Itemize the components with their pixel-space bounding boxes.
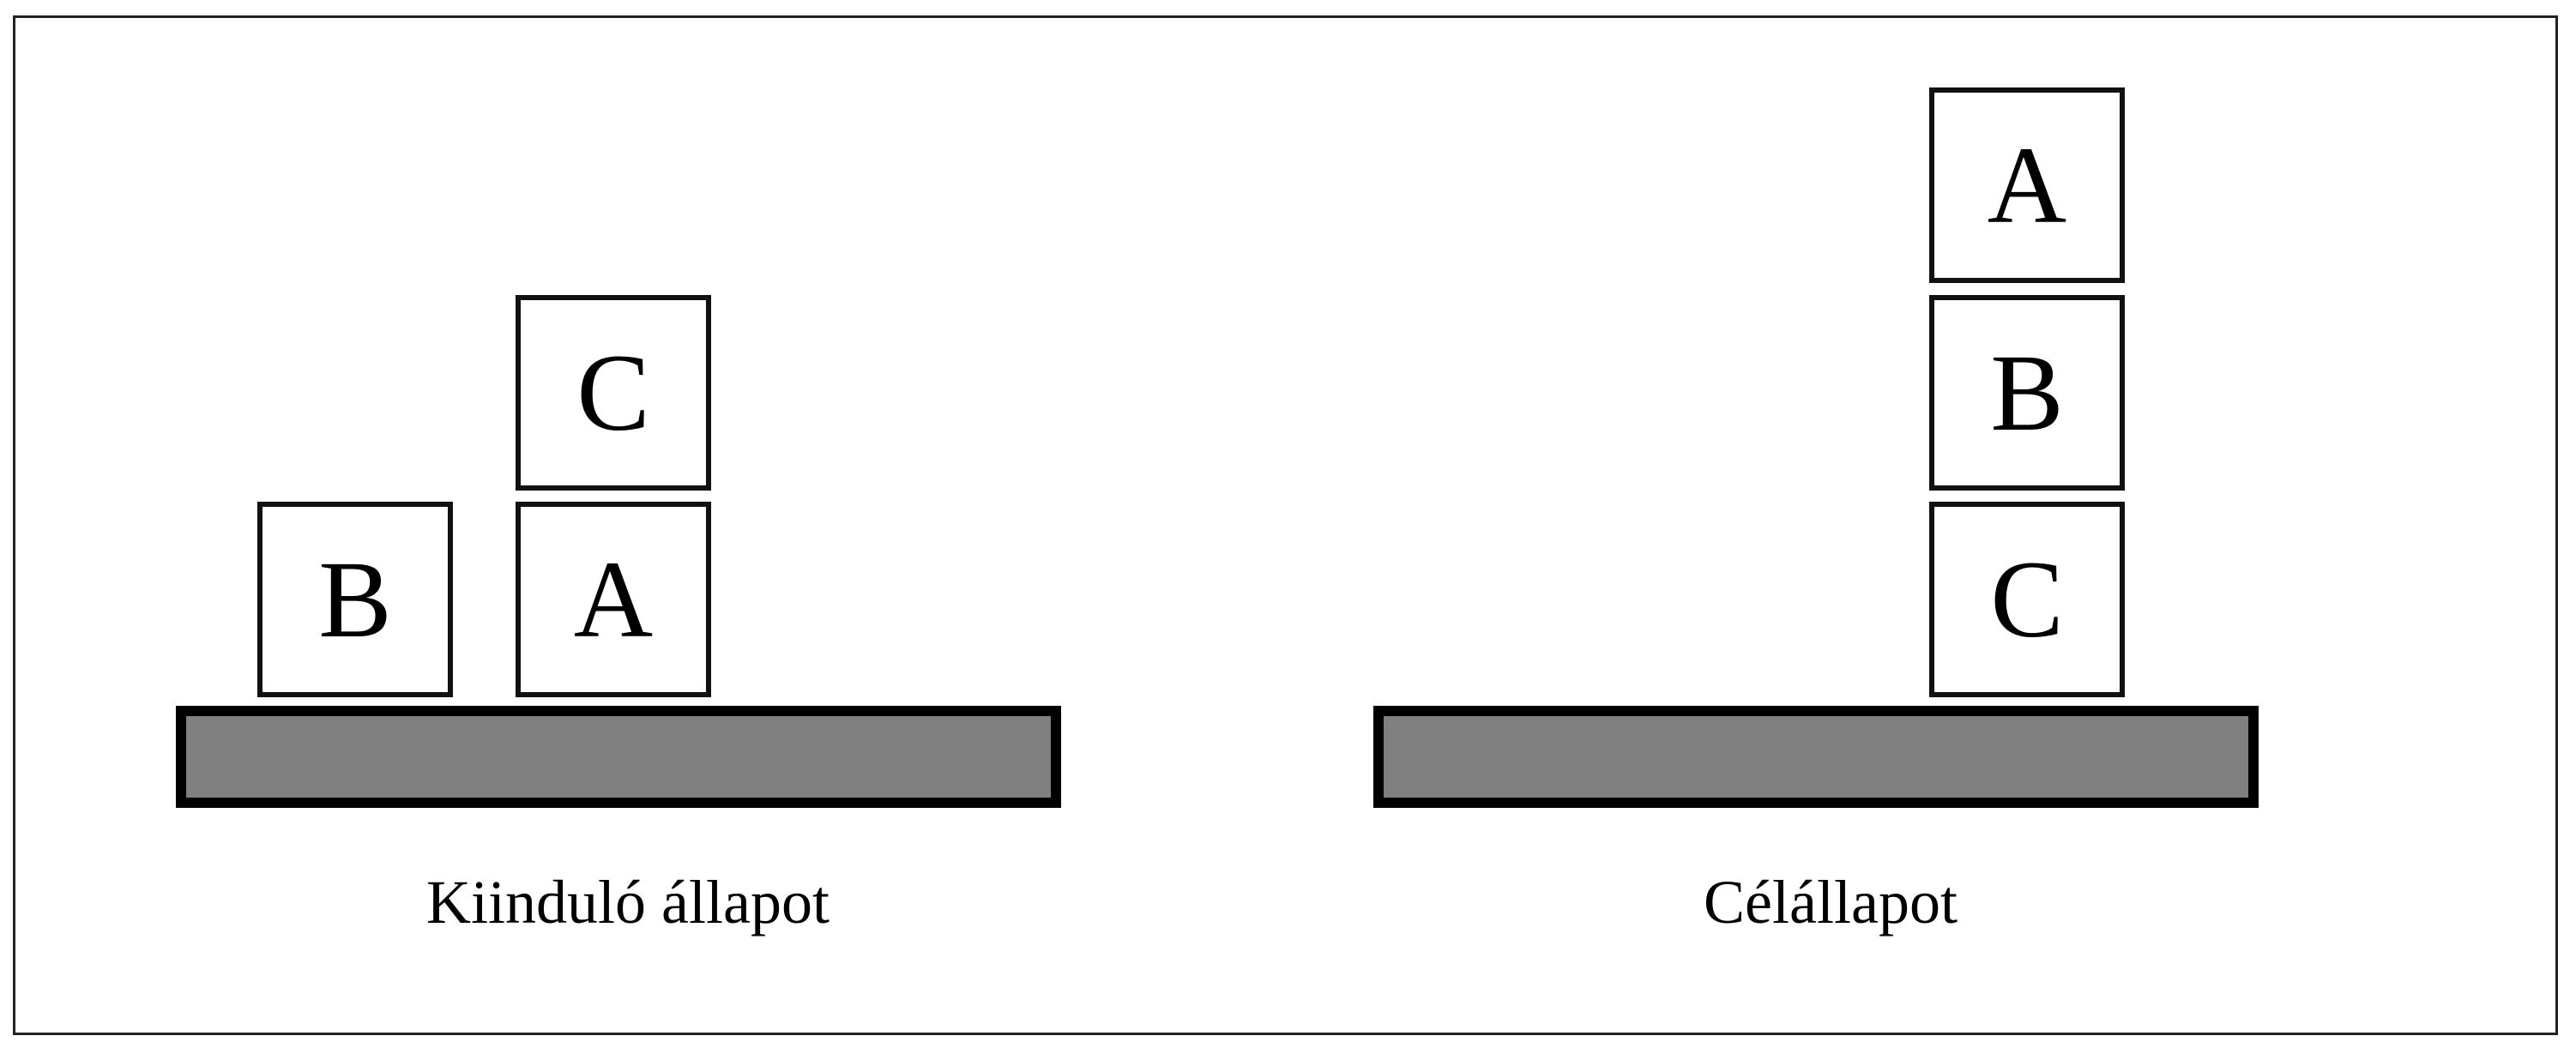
goal-block-a: A <box>1929 87 2125 283</box>
goal-block-b: B <box>1929 295 2125 491</box>
goal-table <box>1373 706 2259 808</box>
initial-table <box>176 706 1061 808</box>
goal-block-c: C <box>1929 502 2125 697</box>
goal-state-caption: Célállapot <box>1704 868 1958 937</box>
initial-block-b: B <box>257 502 453 697</box>
initial-block-c: C <box>516 295 711 491</box>
initial-block-a: A <box>516 502 711 697</box>
initial-state-caption: Kiinduló állapot <box>426 868 830 937</box>
